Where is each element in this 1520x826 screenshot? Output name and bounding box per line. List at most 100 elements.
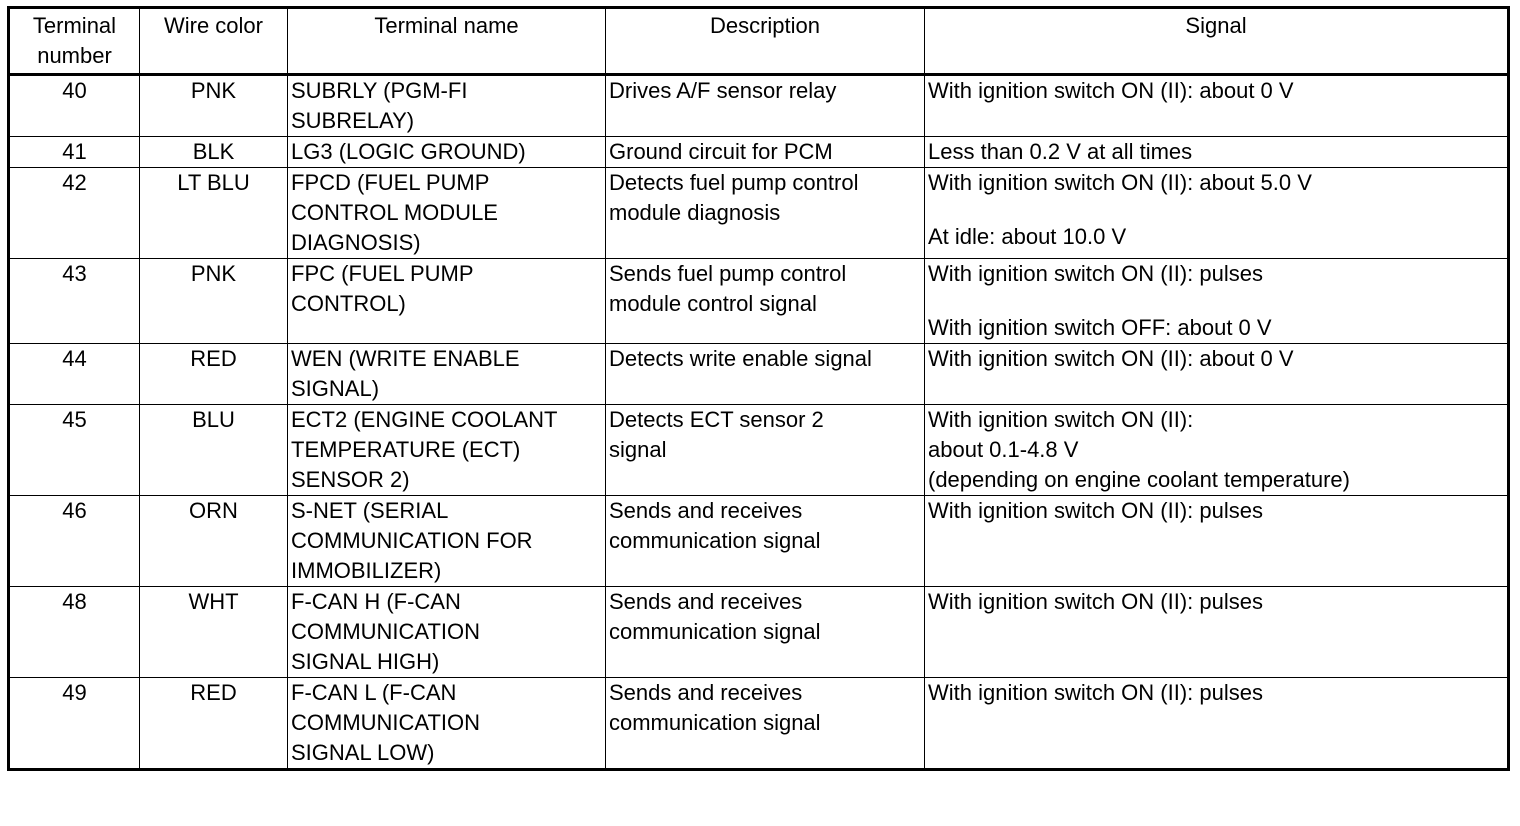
description-cell: Detects ECT sensor 2 signal	[605, 404, 925, 496]
description-line: Sends fuel pump control	[609, 261, 847, 286]
signal-cell: With ignition switch ON (II): pulses	[924, 677, 1509, 770]
signal-line: With ignition switch ON (II): pulses	[928, 498, 1263, 523]
signal-cell: With ignition switch ON (II): about 5.0 …	[924, 167, 1509, 259]
terminal-name-line: SUBRELAY)	[291, 108, 415, 133]
terminal-name-cell: ECT2 (ENGINE COOLANT TEMPERATURE (ECT) SEN…	[287, 404, 606, 496]
terminal-number-cell: 40	[8, 74, 140, 137]
description-cell: Ground circuit for PCM	[605, 136, 925, 168]
terminal-name-line: F-CAN L (F-CAN	[291, 680, 457, 705]
wire-color-cell: BLU	[139, 404, 288, 496]
description-line: Detects ECT sensor 2	[609, 407, 824, 432]
terminal-number-cell: 45	[8, 404, 140, 496]
signal-line: With ignition switch ON (II): pulses	[928, 680, 1263, 705]
signal-cell: With ignition switch ON (II): pulses	[924, 586, 1509, 678]
terminal-name-cell: LG3 (LOGIC GROUND)	[287, 136, 606, 168]
terminal-name-line: FPCD (FUEL PUMP	[291, 170, 490, 195]
terminal-name-line: DIAGNOSIS)	[291, 230, 421, 255]
signal-line: With ignition switch ON (II): about 5.0 …	[928, 170, 1312, 195]
wire-color-cell: WHT	[139, 586, 288, 678]
terminal-name-line: CONTROL MODULE	[291, 200, 498, 225]
terminal-name-line: F-CAN H (F-CAN	[291, 589, 461, 614]
terminal-name-cell: F-CAN H (F-CAN COMMUNICATION SIGNAL HIGH)	[287, 586, 606, 678]
description-line: Drives A/F sensor relay	[609, 78, 837, 103]
terminal-name-cell: F-CAN L (F-CAN COMMUNICATION SIGNAL LOW)	[287, 677, 606, 770]
description-line: Detects fuel pump control	[609, 170, 859, 195]
signal-line: With ignition switch ON (II): pulses	[928, 261, 1263, 286]
signal-line: (depending on engine coolant temperature…	[928, 467, 1350, 492]
description-line: Sends and receives	[609, 589, 803, 614]
wire-color-cell: LT BLU	[139, 167, 288, 259]
terminal-name-line: COMMUNICATION	[291, 619, 481, 644]
description-line: module diagnosis	[609, 200, 781, 225]
description-line: communication signal	[609, 619, 821, 644]
description-cell: Sends and receives communication signal	[605, 586, 925, 678]
signal-cell: With ignition switch ON (II): about 0 V	[924, 343, 1509, 405]
signal-line: about 0.1-4.8 V	[928, 437, 1079, 462]
terminal-name-cell: FPCD (FUEL PUMP CONTROL MODULE DIAGNOSIS)	[287, 167, 606, 259]
description-cell: Detects write enable signal	[605, 343, 925, 405]
terminal-number-cell: 49	[8, 677, 140, 770]
terminal-number-cell: 44	[8, 343, 140, 405]
description-cell: Drives A/F sensor relay	[605, 74, 925, 137]
terminal-name-line: S-NET (SERIAL	[291, 498, 449, 523]
terminal-name-line: SUBRLY (PGM-FI	[291, 78, 468, 103]
terminal-number-cell: 41	[8, 136, 140, 168]
description-line: communication signal	[609, 710, 821, 735]
terminal-name-line: LG3 (LOGIC GROUND)	[291, 139, 526, 164]
description-line: Detects write enable signal	[609, 346, 872, 371]
terminal-number-cell: 43	[8, 258, 140, 344]
signal-line: With ignition switch ON (II): about 0 V	[928, 78, 1294, 103]
signal-line: Less than 0.2 V at all times	[928, 139, 1193, 164]
wire-color-cell: RED	[139, 343, 288, 405]
terminal-name-line: SIGNAL)	[291, 376, 380, 401]
table-header-row: Terminal number Wire color Terminal name…	[8, 7, 1509, 76]
signal-cell: With ignition switch ON (II): about 0 V	[924, 74, 1509, 137]
terminal-name-line: ECT2 (ENGINE COOLANT	[291, 407, 558, 432]
header-wire-color: Wire color	[139, 7, 288, 76]
description-line: communication signal	[609, 528, 821, 553]
wire-color-cell: PNK	[139, 74, 288, 137]
terminal-number-cell: 42	[8, 167, 140, 259]
terminal-name-line: SENSOR 2)	[291, 467, 410, 492]
header-description: Description	[605, 7, 925, 76]
terminal-name-line: COMMUNICATION	[291, 710, 481, 735]
header-terminal-number-line: number	[37, 43, 112, 68]
wire-color-cell: PNK	[139, 258, 288, 344]
header-terminal-name: Terminal name	[287, 7, 606, 76]
description-cell: Detects fuel pump control module diagnosi…	[605, 167, 925, 259]
description-line: signal	[609, 437, 667, 462]
signal-line: At idle: about 10.0 V	[928, 224, 1127, 249]
terminal-name-line: SIGNAL LOW)	[291, 740, 435, 765]
description-line: Ground circuit for PCM	[609, 139, 833, 164]
signal-line: With ignition switch ON (II): pulses	[928, 589, 1263, 614]
signal-cell: With ignition switch ON (II): pulses	[924, 495, 1509, 587]
signal-line: With ignition switch ON (II):	[928, 407, 1194, 432]
signal-line: With ignition switch OFF: about 0 V	[928, 315, 1272, 340]
terminal-name-line: TEMPERATURE (ECT)	[291, 437, 521, 462]
signal-cell: Less than 0.2 V at all times	[924, 136, 1509, 168]
terminal-name-line: SIGNAL HIGH)	[291, 649, 440, 674]
wire-color-cell: ORN	[139, 495, 288, 587]
paragraph-gap	[928, 198, 1504, 222]
wire-color-cell: BLK	[139, 136, 288, 168]
header-signal: Signal	[924, 7, 1509, 76]
description-line: Sends and receives	[609, 498, 803, 523]
terminal-name-line: IMMOBILIZER)	[291, 558, 442, 583]
terminal-pinout-table: Terminal number Wire color Terminal name…	[7, 6, 1510, 771]
signal-line: With ignition switch ON (II): about 0 V	[928, 346, 1294, 371]
signal-cell: With ignition switch ON (II): about 0.1-4…	[924, 404, 1509, 496]
terminal-name-line: CONTROL)	[291, 291, 406, 316]
